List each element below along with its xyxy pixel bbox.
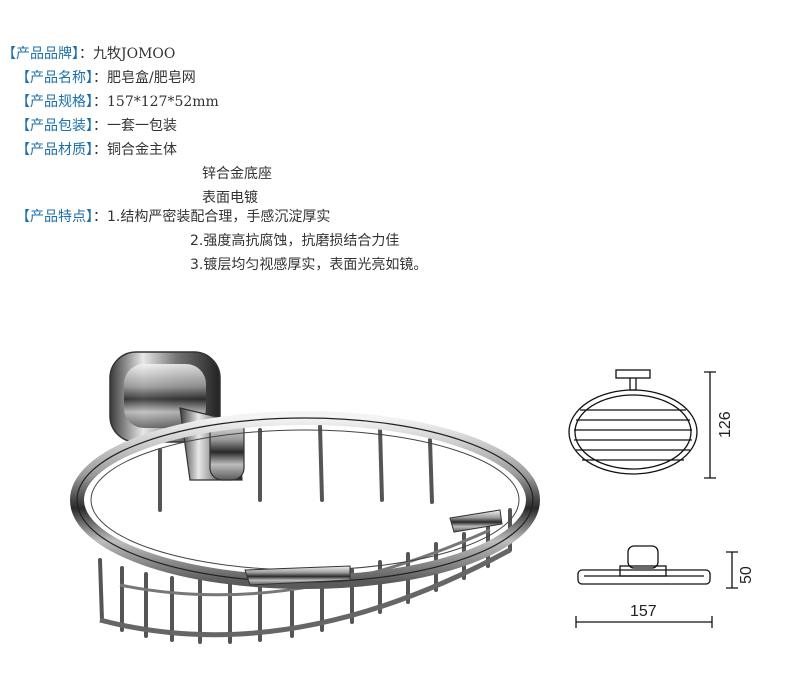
depth-dimension-label: 50 — [738, 566, 755, 584]
spec-value-package: 一套一包装 — [107, 118, 177, 134]
product-photo — [70, 351, 540, 644]
spec-row-package: 【产品包装】：一套一包装 — [16, 118, 177, 134]
spec-label-size: 【产品规格】 — [16, 94, 93, 110]
basket-wires — [98, 424, 512, 644]
spec-label-package: 【产品包装】 — [16, 118, 93, 134]
spec-material-extra-2: 表面电镀 — [202, 190, 258, 206]
basket-outline — [568, 389, 698, 475]
spec-label-brand: 【产品品牌】 — [2, 46, 79, 62]
spec-label-material: 【产品材质】 — [16, 142, 93, 158]
spec-value-material: 铜合金主体 — [107, 142, 177, 158]
spec-feature-2: 2.强度高抗腐蚀，抗磨损结合力佳 — [190, 233, 400, 249]
spec-row-brand: 【产品品牌】：九牧JOMOO — [2, 46, 176, 62]
spec-label-features: 【产品特点】 — [16, 209, 93, 225]
basket-slats — [574, 409, 692, 461]
height-dimension-label: 126 — [717, 411, 734, 438]
drawing-side-view: 50 157 — [575, 545, 755, 628]
spec-row-features: 【产品特点】：1.结构严密装配合理，手感沉淀厚实 — [16, 209, 331, 225]
width-dimension-label: 157 — [630, 603, 657, 620]
side-mount — [627, 545, 659, 569]
spec-material-extra-1: 锌合金底座 — [202, 166, 272, 182]
basket-top-ring — [70, 411, 540, 589]
hook-top — [615, 369, 651, 379]
spec-feature-3: 3.镀层均匀视感厚实，表面光亮如镜。 — [190, 257, 428, 273]
spec-row-material: 【产品材质】：铜合金主体 — [16, 142, 177, 158]
spec-value-brand: 九牧JOMOO — [93, 46, 176, 62]
side-clip — [449, 509, 503, 533]
spec-row-size: 【产品规格】：157*127*52mm — [16, 94, 219, 110]
spec-label-name: 【产品名称】 — [16, 70, 93, 86]
drawing-top-view: 126 — [568, 369, 734, 479]
spec-row-name: 【产品名称】：肥皂盒/肥皂网 — [16, 70, 196, 86]
spec-value-name: 肥皂盒/肥皂网 — [107, 70, 196, 86]
front-clip — [244, 565, 351, 586]
spec-value-size: 157*127*52mm — [107, 94, 219, 110]
spec-feature-1: 1.结构严密装配合理，手感沉淀厚实 — [107, 209, 331, 225]
side-basket — [577, 569, 711, 585]
basket-bottom-ring — [99, 547, 512, 638]
